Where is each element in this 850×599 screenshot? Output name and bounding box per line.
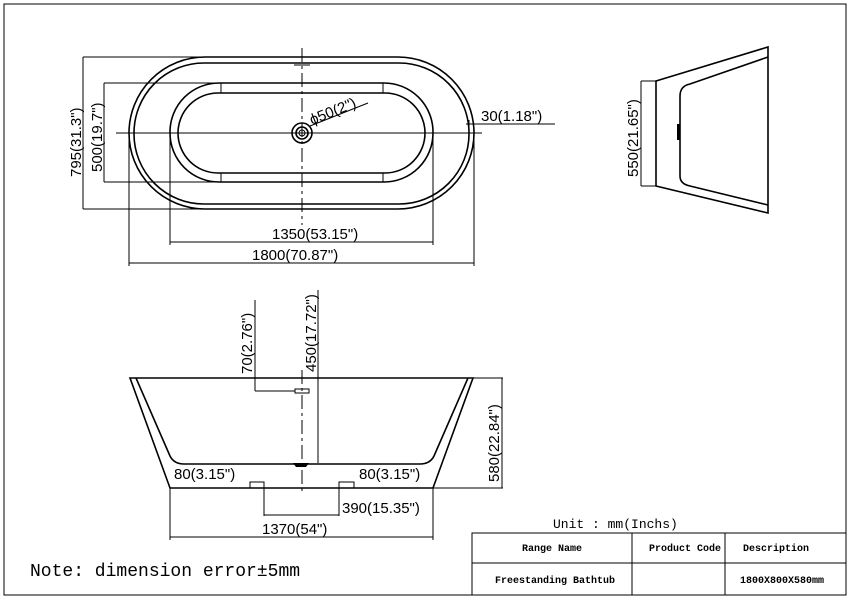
header-product-code: Product Code xyxy=(649,543,721,555)
foot-left-dimension: 80(3.15") xyxy=(174,466,235,483)
overflow xyxy=(294,388,310,394)
top-view: ϕ50(2") 795(31.3") 500(19.7") 1350(53.15… xyxy=(68,48,555,266)
cell-range-name: Freestanding Bathtub xyxy=(495,575,615,587)
depth-overall-dimension: 795(31.3") xyxy=(68,107,85,177)
cell-description: 1800X800X580mm xyxy=(740,576,824,587)
depth-inner-dimension: 500(19.7") xyxy=(89,102,106,172)
drain-dimension: ϕ50(2") xyxy=(307,95,359,129)
spec-table: Range Name Product Code Description Free… xyxy=(471,532,847,596)
foot-right xyxy=(338,481,355,489)
front-height-dimension: 580(22.84") xyxy=(486,404,503,482)
foot-left xyxy=(249,481,265,489)
overflow-dimension: 70(2.76") xyxy=(239,313,256,374)
tolerance-note: Note: dimension error±5mm xyxy=(30,562,300,582)
header-range-name: Range Name xyxy=(522,544,582,555)
side-view: 550(21.65") xyxy=(625,45,769,215)
tub-side-outline xyxy=(655,45,769,215)
base-width-dimension: 1370(54") xyxy=(262,521,327,538)
drain-icon xyxy=(291,122,313,144)
side-height-dimension: 550(21.65") xyxy=(625,99,642,177)
header-description: Description xyxy=(743,543,809,555)
rim-dimension: 30(1.18") xyxy=(481,108,542,125)
drawing-frame xyxy=(3,3,847,596)
unit-label: Unit : mm(Inchs) xyxy=(553,517,678,532)
foot-spacing-dimension: 390(15.35") xyxy=(342,500,420,517)
drain-height-dimension: 450(17.72") xyxy=(303,294,320,372)
width-overall-dimension: 1800(70.87") xyxy=(252,247,338,264)
foot-right-dimension: 80(3.15") xyxy=(359,466,420,483)
front-view: 450(17.72") 70(2.76") 580(22.84") 80(3.1… xyxy=(128,290,503,540)
width-inner-dimension: 1350(53.15") xyxy=(272,226,358,243)
